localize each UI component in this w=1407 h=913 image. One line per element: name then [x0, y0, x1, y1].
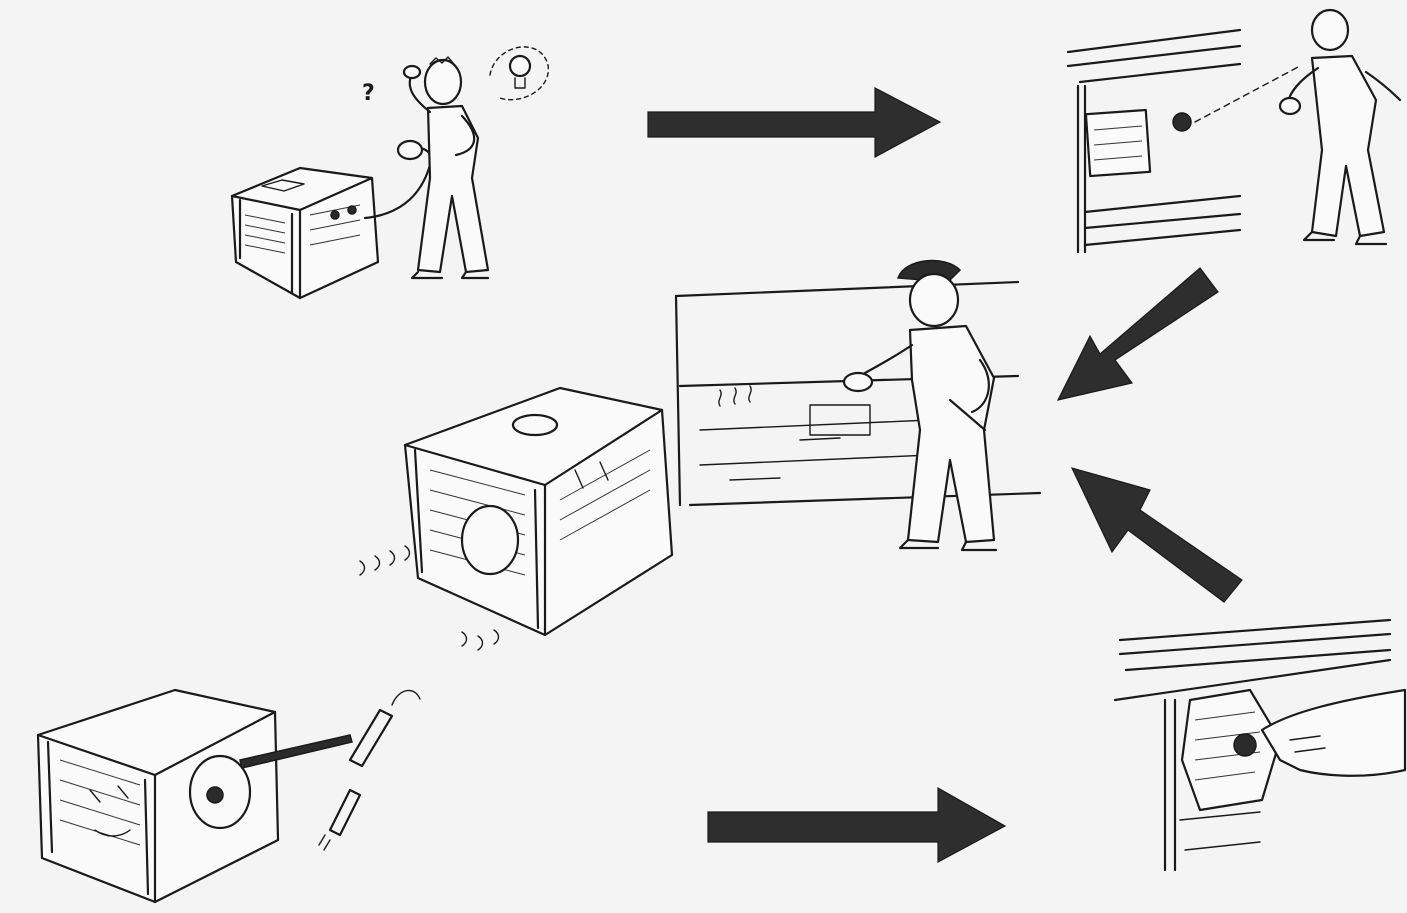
hand-icon: [1262, 690, 1405, 776]
generator-icon: [232, 168, 378, 298]
inspect-panel: [1068, 10, 1400, 252]
question-mark: ?: [362, 81, 375, 106]
vibrating-panel: [360, 388, 672, 650]
spark-plug-panel: [38, 690, 420, 902]
generator-face-icon: [38, 690, 278, 902]
fuel-valve-panel: [1115, 620, 1405, 870]
service-panel: [676, 261, 1040, 550]
vibrating-generator-icon: [405, 388, 672, 635]
pointing-person-icon: [1280, 10, 1400, 244]
lightbulb-icon: [490, 47, 548, 100]
arrow-top: [648, 88, 940, 157]
spark-plug-icon: [319, 690, 420, 850]
confused-person-icon: [398, 57, 488, 278]
arrow-lower-diagonal: [1072, 468, 1242, 602]
arrow-upper-diagonal: [1058, 268, 1218, 400]
control-panel-meter-icon: [1086, 110, 1150, 176]
arrow-bottom: [708, 788, 1005, 862]
engine-part-icon: [1165, 690, 1280, 870]
problem-panel: ?: [232, 47, 548, 298]
outlet-knob-icon: [1173, 113, 1191, 131]
